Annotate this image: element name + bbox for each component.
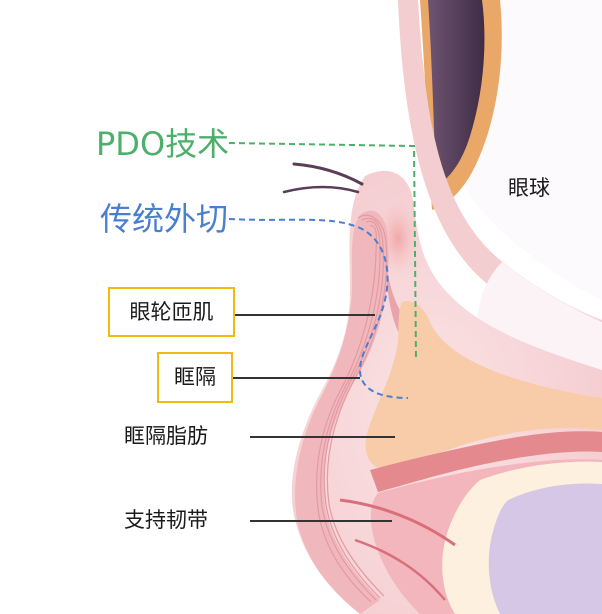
traditional-dashed-line (228, 218, 409, 399)
label-pdo-technique: PDO技术 (96, 125, 230, 163)
septal-fat-shape (365, 300, 602, 470)
label-support-ligament: 支持韧带 (124, 508, 208, 532)
muscle-stripes (315, 214, 388, 603)
label-orbicularis-muscle: 眼轮匝肌 (108, 287, 235, 337)
leader-lines (232, 314, 395, 522)
label-septal-fat: 眶隔脂肪 (124, 424, 208, 448)
ligament-line-2 (354, 538, 446, 601)
fascia-band (370, 431, 602, 492)
pdo-dashed-line (228, 142, 417, 361)
label-eyeball: 眼球 (508, 176, 550, 200)
inner-purple-structure (488, 483, 602, 614)
label-traditional-incision: 传统外切 (100, 200, 229, 238)
label-orbital-septum: 眶隔 (157, 352, 233, 403)
eyelashes (282, 162, 364, 194)
ligament-line (339, 498, 456, 547)
pupil (428, 0, 485, 186)
